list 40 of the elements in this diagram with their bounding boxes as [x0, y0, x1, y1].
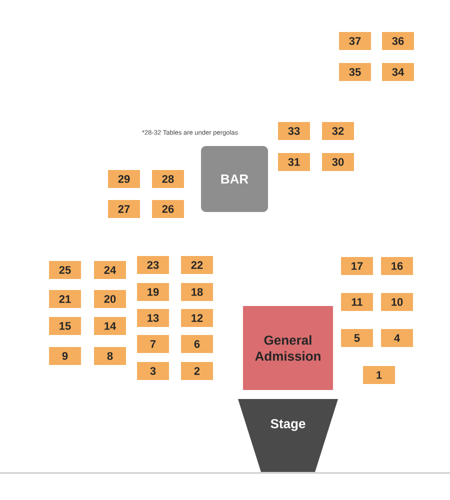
table-box: 16 — [381, 257, 413, 275]
table-box: 13 — [137, 309, 169, 327]
table-box: 15 — [49, 317, 81, 335]
table-box: 25 — [49, 261, 81, 279]
general-admission-area: General Admission — [243, 306, 333, 390]
table-box: 22 — [181, 256, 213, 274]
table-box: 29 — [108, 170, 140, 188]
table-box: 26 — [152, 200, 184, 218]
table-box: 19 — [137, 283, 169, 301]
table-box: 31 — [278, 153, 310, 171]
table-box: 4 — [381, 329, 413, 347]
table-box: 21 — [49, 290, 81, 308]
table-box: 20 — [94, 290, 126, 308]
stage-area: Stage — [238, 399, 338, 472]
table-box: 6 — [181, 335, 213, 353]
table-box: 18 — [181, 283, 213, 301]
table-box: 23 — [137, 256, 169, 274]
table-box: 9 — [49, 347, 81, 365]
table-box: 2 — [181, 362, 213, 380]
table-box: 32 — [322, 122, 354, 140]
table-box: 27 — [108, 200, 140, 218]
table-box: 28 — [152, 170, 184, 188]
table-box: 3 — [137, 362, 169, 380]
table-box: 5 — [341, 329, 373, 347]
table-box: 11 — [341, 293, 373, 311]
table-box: 34 — [382, 63, 414, 81]
table-box: 36 — [382, 32, 414, 50]
table-box: 8 — [94, 347, 126, 365]
table-box: 24 — [94, 261, 126, 279]
table-box: 10 — [381, 293, 413, 311]
table-box: 33 — [278, 122, 310, 140]
table-box: 1 — [363, 366, 395, 384]
table-box: 7 — [137, 335, 169, 353]
bar-area: BAR — [201, 146, 268, 212]
table-box: 14 — [94, 317, 126, 335]
table-box: 35 — [339, 63, 371, 81]
table-box: 12 — [181, 309, 213, 327]
table-box: 37 — [339, 32, 371, 50]
table-box: 17 — [341, 257, 373, 275]
table-box: 30 — [322, 153, 354, 171]
